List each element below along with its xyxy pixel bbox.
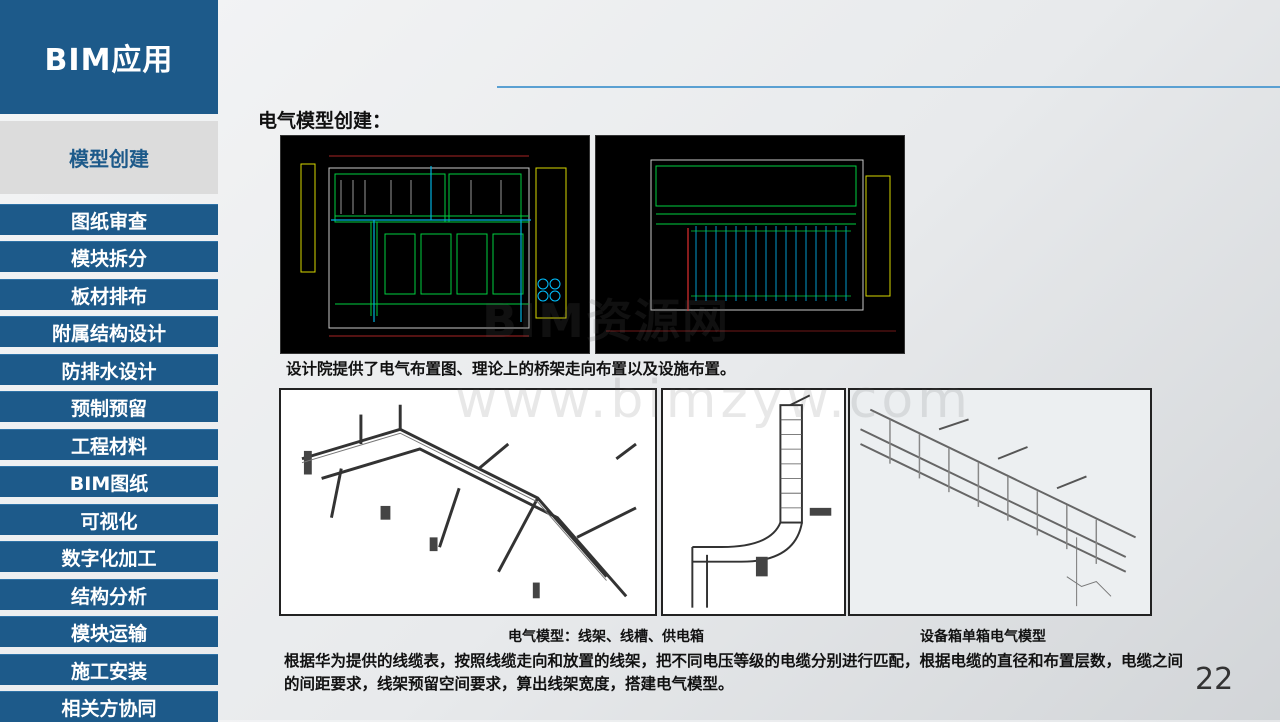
cable-tray-riser-model — [661, 388, 846, 616]
model-caption-equipment-box: 设备箱单箱电气模型 — [920, 629, 1046, 645]
sidebar-item-active[interactable]: 模型创建 — [0, 121, 218, 194]
sidebar-item-drawing-review[interactable]: 图纸审查 — [0, 204, 218, 235]
watermark-text: BIM资源网 — [482, 294, 730, 348]
sidebar-item-panel-layout[interactable]: 板材排布 — [0, 279, 218, 310]
cad-caption: 设计院提供了电气布置图、理论上的桥架走向布置以及设施布置。 — [286, 359, 736, 378]
sidebar-item-module-split[interactable]: 模块拆分 — [0, 241, 218, 272]
sidebar-item-bim-drawings[interactable]: BIM图纸 — [0, 466, 218, 497]
section-title: 电气模型创建： — [258, 110, 392, 132]
sidebar-item-auxiliary-structure[interactable]: 附属结构设计 — [0, 316, 218, 347]
header-divider — [497, 86, 1280, 88]
electrical-model-overview — [279, 388, 657, 616]
sidebar-item-digital-fabrication[interactable]: 数字化加工 — [0, 541, 218, 572]
page-number: 22 — [1195, 662, 1234, 697]
sidebar-item-structural-analysis[interactable]: 结构分析 — [0, 579, 218, 610]
equipment-box-electrical-model — [848, 388, 1152, 616]
sidebar-item-prefab[interactable]: 预制预留 — [0, 391, 218, 422]
sidebar-item-materials[interactable]: 工程材料 — [0, 429, 218, 460]
watermark-url: www.bimzyw.com — [455, 370, 972, 430]
electrical-layout-drawing-right — [595, 135, 905, 354]
app-title: BIM应用 — [0, 0, 218, 114]
sidebar-item-installation[interactable]: 施工安装 — [0, 654, 218, 685]
sidebar-item-stakeholder-collab[interactable]: 相关方协同 — [0, 691, 218, 722]
description-paragraph: 根据华为提供的线缆表，按照线缆走向和放置的线架，把不同电压等级的电缆分别进行匹配… — [284, 651, 1184, 693]
electrical-layout-drawing-left — [280, 135, 590, 354]
sidebar-item-visualization[interactable]: 可视化 — [0, 504, 218, 535]
model-caption-electrical: 电气模型：线架、线槽、供电箱 — [508, 629, 704, 645]
sidebar: BIM应用 模型创建 图纸审查 模块拆分 板材排布 附属结构设计 防排水设计 预… — [0, 0, 218, 722]
sidebar-item-drainage[interactable]: 防排水设计 — [0, 354, 218, 385]
sidebar-item-module-transport[interactable]: 模块运输 — [0, 616, 218, 647]
